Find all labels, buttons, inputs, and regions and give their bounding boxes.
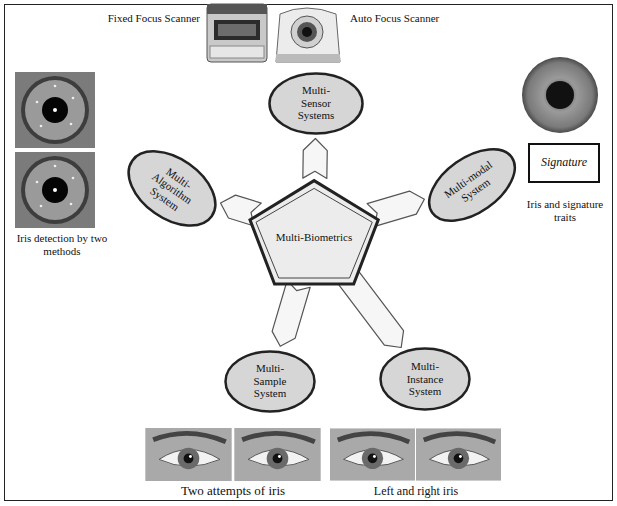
- figure-label: Left and right iris: [330, 485, 502, 499]
- scanner-lens-core: [302, 27, 312, 37]
- figure-label: Two attempts of iris: [140, 484, 326, 499]
- fixed-focus-scanner: [207, 4, 267, 62]
- category-ellipse: Multi-modal System: [414, 133, 529, 238]
- iris-detection-photo: [15, 152, 95, 228]
- category-ellipse: Multi-Sample System: [224, 350, 316, 413]
- node-label: Signature: [541, 156, 587, 170]
- eye-photo: [145, 428, 231, 481]
- category-ellipse: Multi-Algorithm System: [113, 134, 231, 243]
- figure-label: Iris detection by two methods: [8, 232, 116, 257]
- eye-photo: [234, 428, 320, 481]
- pentagon-inner-outline: [256, 188, 372, 278]
- iris-picture: [522, 57, 598, 133]
- iris: [522, 57, 598, 133]
- category-ellipse: Multi-Sensor Systems: [268, 72, 364, 135]
- pupil: [546, 81, 574, 109]
- scanner-ring: [291, 16, 323, 48]
- ellipse-outline: [115, 136, 229, 241]
- ellipse-outline: [416, 135, 527, 236]
- scanner-body: [276, 8, 340, 62]
- scanner-window: [214, 20, 260, 40]
- figure-label: Iris and signature traits: [518, 198, 612, 223]
- node-label: Multi-Biometrics: [276, 231, 352, 244]
- iris-detection-photo: [15, 72, 95, 148]
- eye-photo: [330, 428, 415, 480]
- category-ellipse: Multi-Instance System: [379, 347, 471, 411]
- box-outline: [529, 144, 599, 182]
- figure-label: Auto Focus Scanner: [350, 12, 470, 25]
- auto-focus-scanner: [276, 8, 340, 62]
- block-arrow: [272, 280, 310, 346]
- scanner-lens: [218, 24, 256, 36]
- scanner-base: [210, 46, 264, 58]
- ellipse-outline: [381, 349, 470, 410]
- scanner-body: [207, 4, 267, 62]
- scanner-base: [276, 54, 340, 62]
- node-label: Multi-Instance System: [398, 360, 452, 398]
- signature-box: Signature: [528, 143, 600, 183]
- figure-label: Fixed Focus Scanner: [72, 12, 200, 25]
- node-text-block: Multi-Biometrics: [276, 231, 352, 244]
- ellipse-outline: [270, 73, 363, 133]
- scanner-top: [207, 4, 267, 14]
- node-text-block: Signature: [541, 156, 587, 170]
- node-label: Multi-Sensor Systems: [289, 84, 343, 122]
- center-pentagon: Multi-Biometrics: [248, 178, 380, 286]
- block-arrow: [303, 138, 327, 178]
- node-text-block: Multi-Sample System: [243, 362, 297, 400]
- scanner-lens: [297, 22, 317, 42]
- eye-photo: [416, 428, 501, 480]
- node-text-block: Multi-Instance System: [398, 360, 452, 398]
- pentagon-outline: [250, 181, 378, 284]
- node-label: Multi-Sample System: [243, 362, 297, 400]
- frame: [5, 5, 613, 501]
- node-text-block: Multi-Sensor Systems: [289, 84, 343, 122]
- ellipse-outline: [226, 351, 315, 411]
